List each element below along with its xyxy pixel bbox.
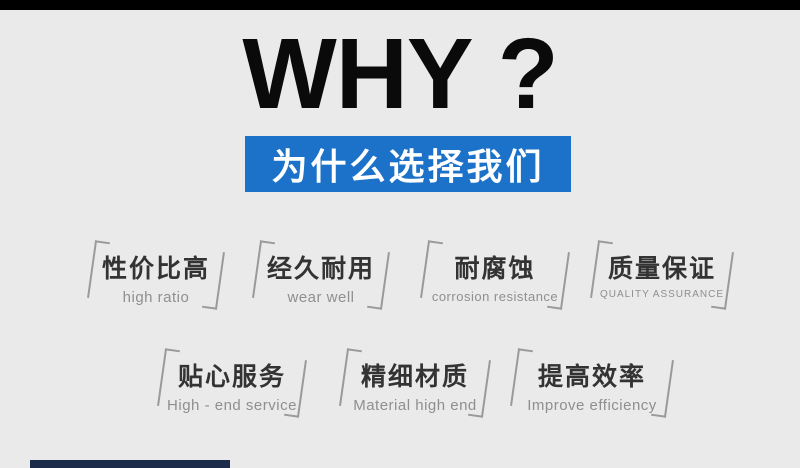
- feature-card-wear-well: 经久耐用 wear well: [252, 237, 390, 311]
- feature-subtitle-en: corrosion resistance: [431, 289, 559, 304]
- feature-subtitle-en: Improve efficiency: [527, 397, 657, 414]
- feature-title-cn: 性价比高: [101, 255, 210, 283]
- page-title: WHY ?: [242, 18, 558, 130]
- feature-title-cn: 耐腐蚀: [454, 255, 536, 283]
- feature-card-corrosion-resistance: 耐腐蚀 corrosion resistance: [420, 237, 570, 311]
- feature-card-service: 贴心服务 High - end service: [157, 345, 307, 419]
- feature-subtitle-en: wear well: [287, 289, 355, 306]
- bottom-navy-strip: [30, 460, 230, 468]
- feature-title-cn: 贴心服务: [177, 363, 286, 391]
- subtitle-banner: 为什么选择我们: [245, 136, 571, 192]
- feature-subtitle-en: QUALITY ASSURANCE: [599, 289, 725, 300]
- feature-card-efficiency: 提高效率 Improve efficiency: [510, 345, 674, 419]
- feature-subtitle-en: high ratio: [122, 289, 190, 306]
- feature-title-cn: 质量保证: [607, 255, 716, 283]
- top-black-bar: [0, 0, 800, 10]
- feature-card-quality-assurance: 质量保证 QUALITY ASSURANCE: [590, 237, 734, 311]
- subtitle-text: 为什么选择我们: [271, 146, 545, 187]
- feature-title-cn: 经久耐用: [266, 255, 375, 283]
- feature-subtitle-en: High - end service: [167, 397, 297, 414]
- feature-card-high-ratio: 性价比高 high ratio: [87, 237, 225, 311]
- feature-subtitle-en: Material high end: [353, 397, 477, 414]
- feature-title-cn: 精细材质: [360, 363, 469, 391]
- feature-title-cn: 提高效率: [537, 363, 646, 391]
- feature-card-material: 精细材质 Material high end: [339, 345, 491, 419]
